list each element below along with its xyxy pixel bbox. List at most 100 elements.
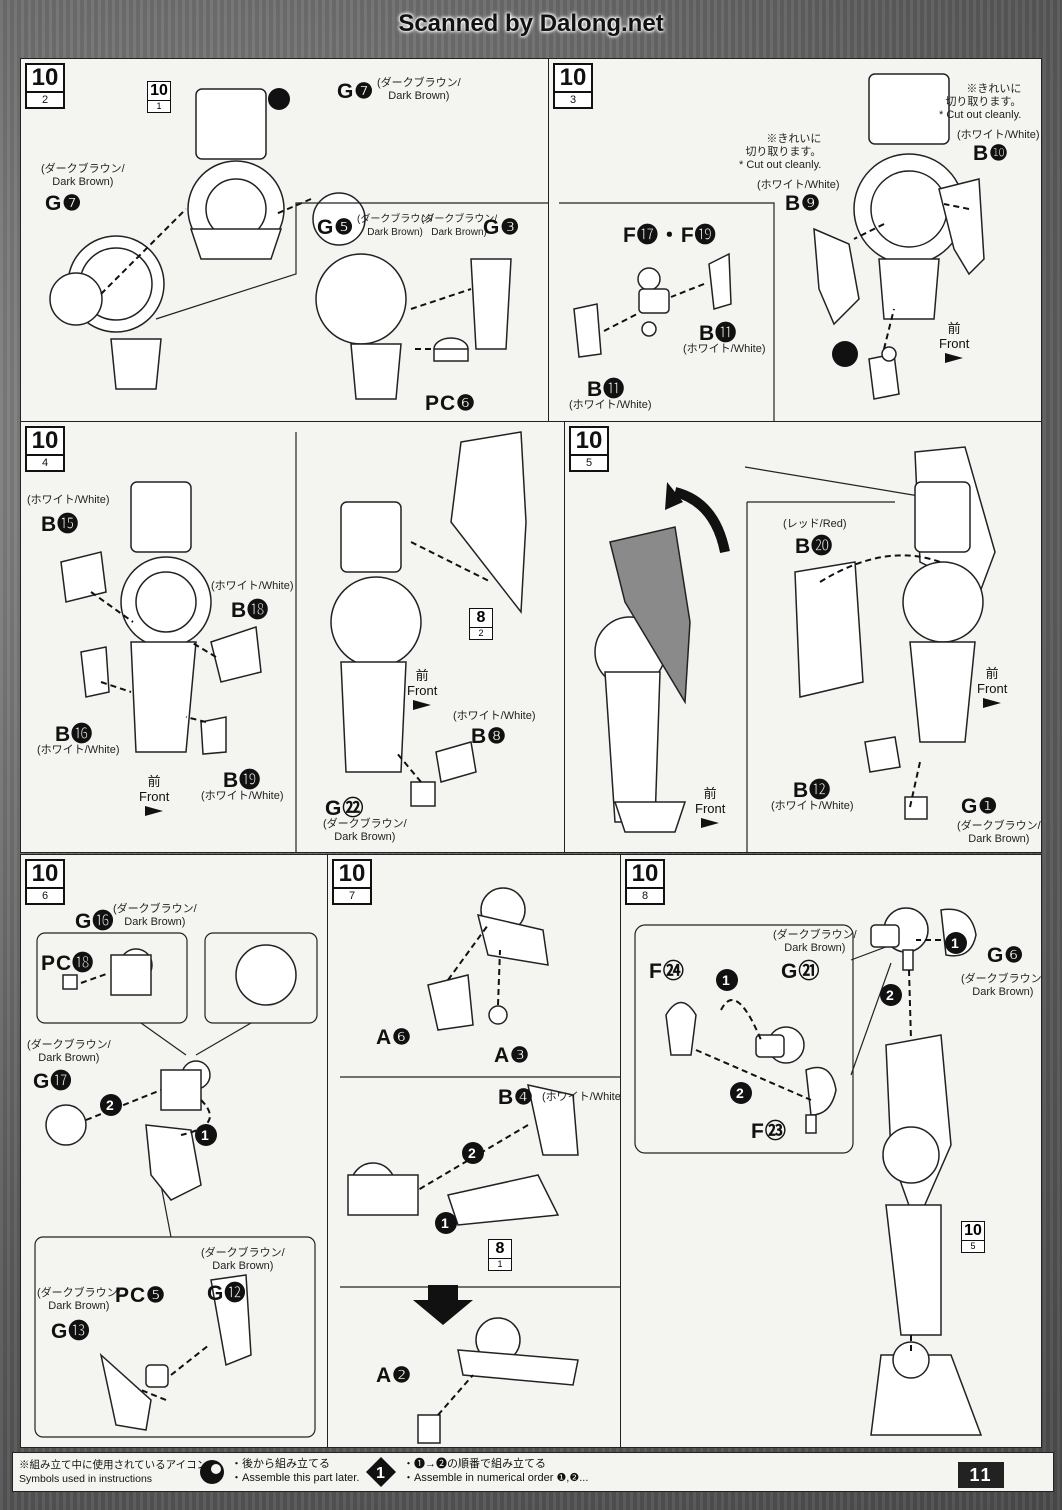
- numerical-order-text: ・❶→❷の順番で組み立てる ・Assemble in numerical ord…: [403, 1458, 589, 1484]
- part-label: G❶: [961, 795, 999, 818]
- page-number: 11: [958, 1462, 1004, 1488]
- part-label: B⓫: [699, 322, 738, 345]
- part-label: B⓯: [41, 513, 80, 536]
- color-label: (ダークブラウン/ Dark Brown): [27, 1039, 111, 1064]
- assemble-later-icon: [200, 1460, 224, 1484]
- arm-assembly-drawing: [49, 88, 548, 400]
- color-label: (ダークブラウン/ Dark Brown): [201, 1247, 285, 1272]
- color-label: (ホワイト/White): [37, 744, 120, 756]
- part-label: F㉓: [751, 1120, 787, 1143]
- color-label: (ダークブラウン/ Dark Brown): [377, 77, 461, 102]
- part-label: A❸: [494, 1044, 530, 1067]
- torso-assembly-drawing: [559, 73, 985, 421]
- color-label: (ダークブラウン/ Dark Brown): [421, 214, 498, 238]
- part-label: G⓭: [51, 1320, 91, 1343]
- color-label: (ダークブラウン/ Dark Brown): [773, 929, 857, 954]
- part-label: G❺: [317, 216, 355, 239]
- color-label: (ダークブラウン/ Dark Brown): [37, 1287, 121, 1312]
- svg-text:1: 1: [722, 972, 730, 988]
- part-label: B⓰: [55, 723, 94, 746]
- color-label: (ホワイト/White): [569, 399, 652, 411]
- leg-shield-drawing: [594, 446, 996, 852]
- svg-text:2: 2: [106, 1097, 114, 1113]
- part-label: G❼: [45, 192, 83, 215]
- part-label: B❹: [498, 1086, 534, 1109]
- part-label: A❻: [376, 1026, 412, 1049]
- legend-label: ※組み立て中に使用されているアイコン Symbols used in instr…: [19, 1459, 208, 1485]
- part-label: F㉔: [649, 960, 685, 983]
- symbols-legend: ※組み立て中に使用されているアイコン Symbols used in instr…: [12, 1452, 1054, 1492]
- part-label: PC❺: [115, 1284, 166, 1307]
- ankle-assembly-drawing: 1 2 1 2: [634, 907, 983, 1436]
- color-label: (ダークブラウン/ Dark Brown): [357, 214, 434, 238]
- part-label: G⓱: [33, 1070, 73, 1093]
- part-label: PC❻: [425, 392, 476, 415]
- part-label: G⓬: [207, 1282, 247, 1305]
- svg-text:1: 1: [376, 1465, 385, 1482]
- foot-assembly-drawing: 2 1: [340, 887, 620, 1444]
- part-label: B⓲: [231, 599, 270, 622]
- cut-note: ※きれいに 切り取ります。 * Cut out cleanly.: [739, 133, 822, 171]
- part-label: B❿: [973, 142, 1009, 165]
- scan-credit: Scanned by Dalong.net: [398, 10, 664, 37]
- part-label: G㉑: [781, 960, 821, 983]
- part-label: B❾: [785, 192, 821, 215]
- part-label: G❼: [337, 80, 375, 103]
- numerical-order-icon: 1: [366, 1457, 396, 1487]
- svg-text:1: 1: [951, 935, 959, 951]
- color-label: (ホワイト/White): [957, 129, 1040, 141]
- svg-text:2: 2: [736, 1085, 744, 1101]
- part-label: PC⓲: [41, 952, 95, 975]
- svg-text:2: 2: [886, 987, 894, 1003]
- color-label: (ダークブラウン/ Dark Brown): [323, 818, 407, 843]
- svg-text:1: 1: [441, 1215, 449, 1231]
- part-label: F⓱・F⓳: [623, 224, 717, 247]
- part-label: B⓳: [223, 769, 262, 792]
- color-label: (レッド/Red): [783, 518, 847, 530]
- part-label: G❸: [483, 216, 521, 239]
- color-label: (ホワイト/White): [27, 494, 110, 506]
- color-label: (ダークブラウン/ Dark Brown): [41, 163, 125, 188]
- part-label: G❻: [987, 944, 1025, 967]
- cut-note: ※きれいに 切り取ります。 * Cut out cleanly.: [939, 83, 1022, 121]
- color-label: (ダークブラウン/ Dark Brown): [961, 973, 1042, 998]
- color-label: (ホワイト/White): [757, 179, 840, 191]
- color-label: (ホワイト/White): [683, 343, 766, 355]
- foot-frame-drawing: 2 1: [34, 932, 318, 1438]
- part-label: G⓰: [75, 910, 115, 933]
- assemble-later-text: ・後から組み立てる ・Assemble this part later.: [231, 1458, 360, 1484]
- part-label: B⓬: [793, 779, 832, 802]
- color-label: (ダークブラウン/ Dark Brown): [113, 903, 197, 928]
- part-label: B❽: [471, 725, 507, 748]
- color-label: (ホワイト/White): [453, 710, 536, 722]
- color-label: (ホワイト/White): [201, 790, 284, 802]
- part-label: A❷: [376, 1364, 412, 1387]
- part-label: G㉒: [325, 797, 365, 820]
- part-label: B⓴: [795, 535, 834, 558]
- color-label: (ホワイト/White): [211, 580, 294, 592]
- svg-text:1: 1: [201, 1127, 209, 1143]
- color-label: (ホワイト/White): [542, 1091, 621, 1103]
